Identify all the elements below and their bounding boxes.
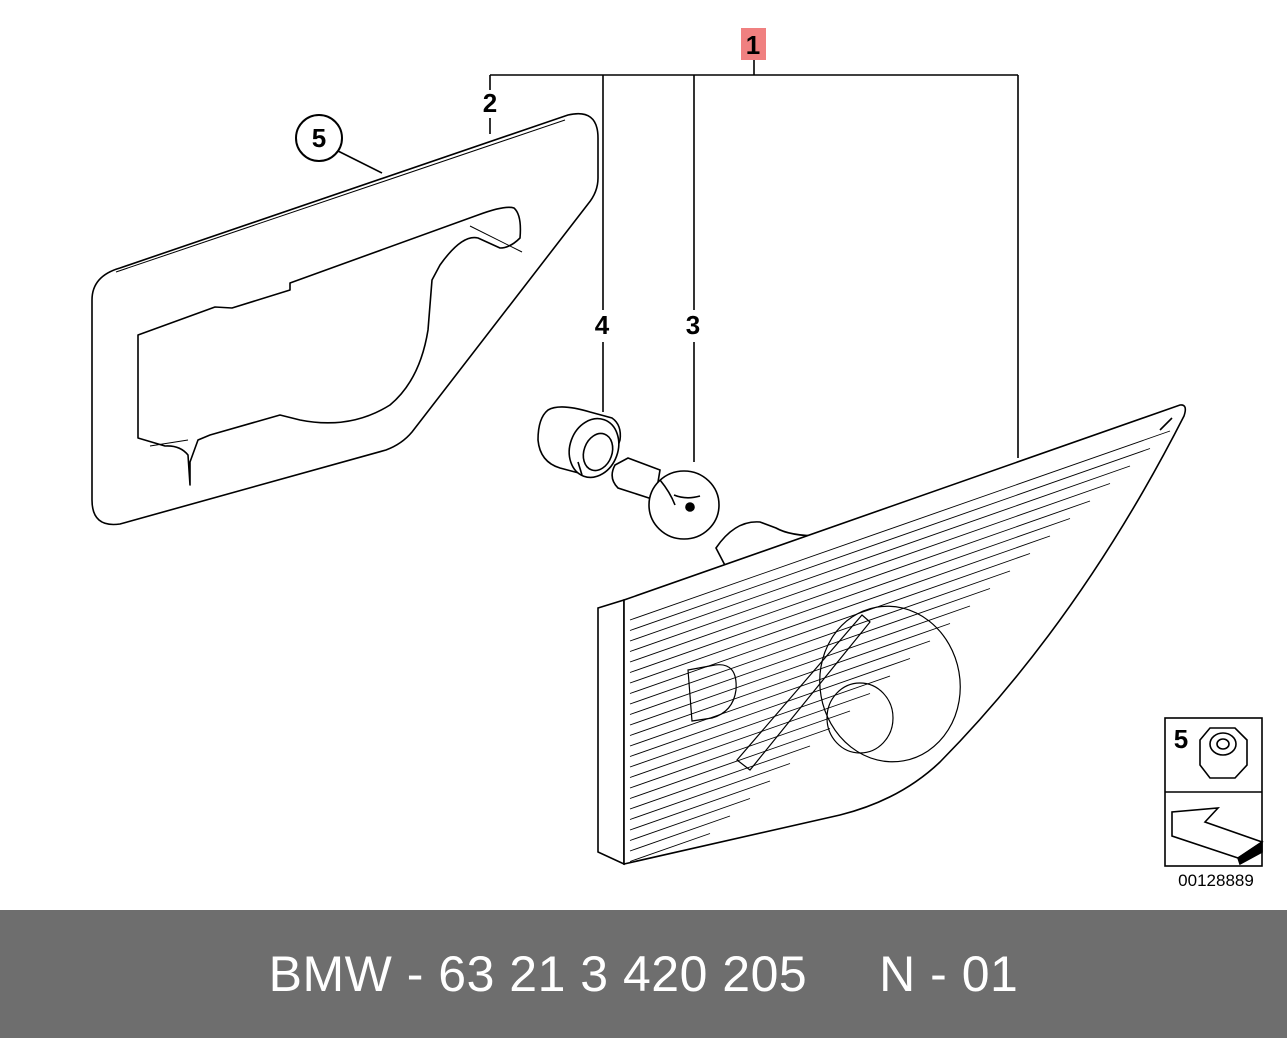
lens-hatch-line — [629, 553, 1031, 694]
lens-hatch-line — [629, 640, 931, 747]
lens-hatch-line — [629, 448, 1151, 631]
diagram-id: 00128889 — [1178, 871, 1254, 890]
lens-hatch-line — [629, 465, 1131, 642]
gasket-part — [91, 113, 599, 526]
part-number-text: BMW - 63 21 3 420 205 N - 01 — [268, 946, 1019, 1002]
callout-1-label: 1 — [746, 30, 760, 60]
hex-nut-icon — [1199, 727, 1248, 779]
callout-2[interactable]: 2 — [483, 88, 497, 134]
lens-hatch-line — [629, 535, 1051, 684]
lens-hatch-line — [629, 763, 791, 820]
callout-5-label: 5 — [312, 123, 326, 153]
lens-hatch-line — [629, 518, 1071, 673]
callout-1-highlight — [741, 28, 766, 60]
callout-2-label: 2 — [483, 88, 497, 118]
lens-hatch-line — [629, 430, 1171, 621]
lens-hatch-line — [629, 745, 811, 810]
callout-3[interactable]: 3 — [686, 310, 700, 462]
lens-hatch-line — [629, 693, 871, 778]
lens-hatch-line — [629, 675, 891, 768]
lens-hatch-line — [629, 605, 971, 726]
callout-3-label: 3 — [686, 310, 700, 340]
bulb-socket-part — [537, 406, 622, 479]
lens-hatch-line — [629, 728, 831, 799]
callout-1[interactable]: 1 — [741, 28, 766, 60]
part-number-banner: BMW - 63 21 3 420 205 N - 01 — [0, 910, 1287, 1038]
bulb-part — [611, 457, 720, 540]
lens-hatch-line — [629, 500, 1091, 663]
lens-hatch-line — [629, 833, 711, 862]
lens-hatch-line — [629, 710, 851, 789]
lens-hatch-line — [629, 815, 731, 852]
legend-callout-5: 5 — [1174, 724, 1188, 754]
callout-5-circled[interactable]: 5 — [295, 114, 383, 174]
lens-markings — [687, 605, 961, 771]
lens-hatch-line — [629, 570, 1011, 705]
lens-hatch-line — [629, 623, 951, 736]
parts-diagram: 1 2 4 3 5 — [91, 28, 1264, 890]
legend-box: 5 00128889 — [1164, 717, 1264, 890]
callout-4[interactable]: 4 — [595, 310, 610, 412]
lens-hatch-line — [629, 483, 1111, 652]
callout-bracket-1 — [489, 60, 1019, 458]
lamp-housing-part — [597, 404, 1187, 866]
lens-hatch-line — [629, 798, 751, 841]
direction-arrow-icon — [1171, 807, 1264, 866]
lens-hatch-line — [629, 658, 911, 757]
lens-hatch-line — [629, 780, 771, 831]
callout-4-label: 4 — [595, 310, 610, 340]
lamp-lens-hatching — [629, 430, 1171, 862]
